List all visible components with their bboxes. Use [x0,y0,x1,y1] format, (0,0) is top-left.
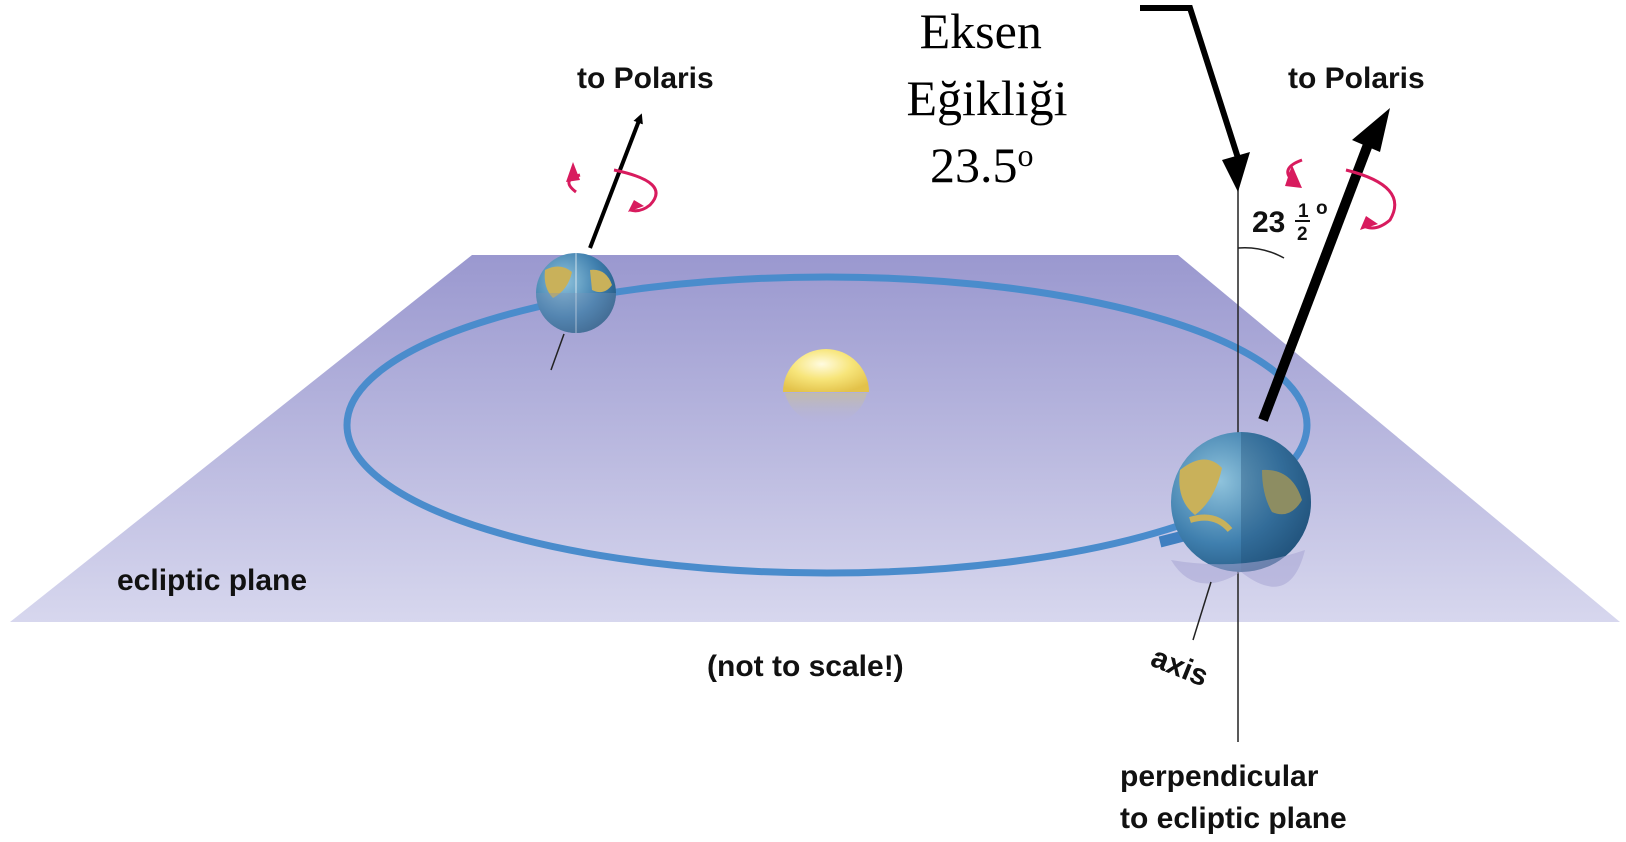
tilt-angle-denominator: 2 [1297,224,1308,245]
ecliptic-plane-label: ecliptic plane [117,564,307,597]
eksen-value: 23.5o [930,137,1034,193]
not-to-scale-label: (not to scale!) [707,650,904,683]
tilt-angle-degree: o [1316,198,1328,219]
tilt-angle-whole: 23 [1252,206,1285,239]
pointer-arrow [1140,5,1241,159]
pointer-arrowhead [1222,152,1250,192]
polaris-arrowhead-right [1352,108,1390,152]
to-polaris-left-label: to Polaris [577,62,714,95]
eksen-label: Eksen Eğikliği [906,3,1067,126]
tilt-angle-arc [1237,246,1285,259]
earth-right [1171,432,1311,641]
earth-left [536,253,616,371]
rotation-arrow-right [1285,158,1397,230]
tilt-angle-numerator: 1 [1298,201,1309,222]
to-polaris-right-label: to Polaris [1288,62,1425,95]
sun [783,349,869,425]
perpendicular-label: perpendicular to ecliptic plane [1120,760,1347,835]
rotation-arrow-left [566,162,658,213]
orbit-path [343,273,1311,577]
polaris-arrow-left [588,113,643,249]
axis-label: axis [1146,641,1213,693]
polaris-arrow-right [1258,132,1377,422]
